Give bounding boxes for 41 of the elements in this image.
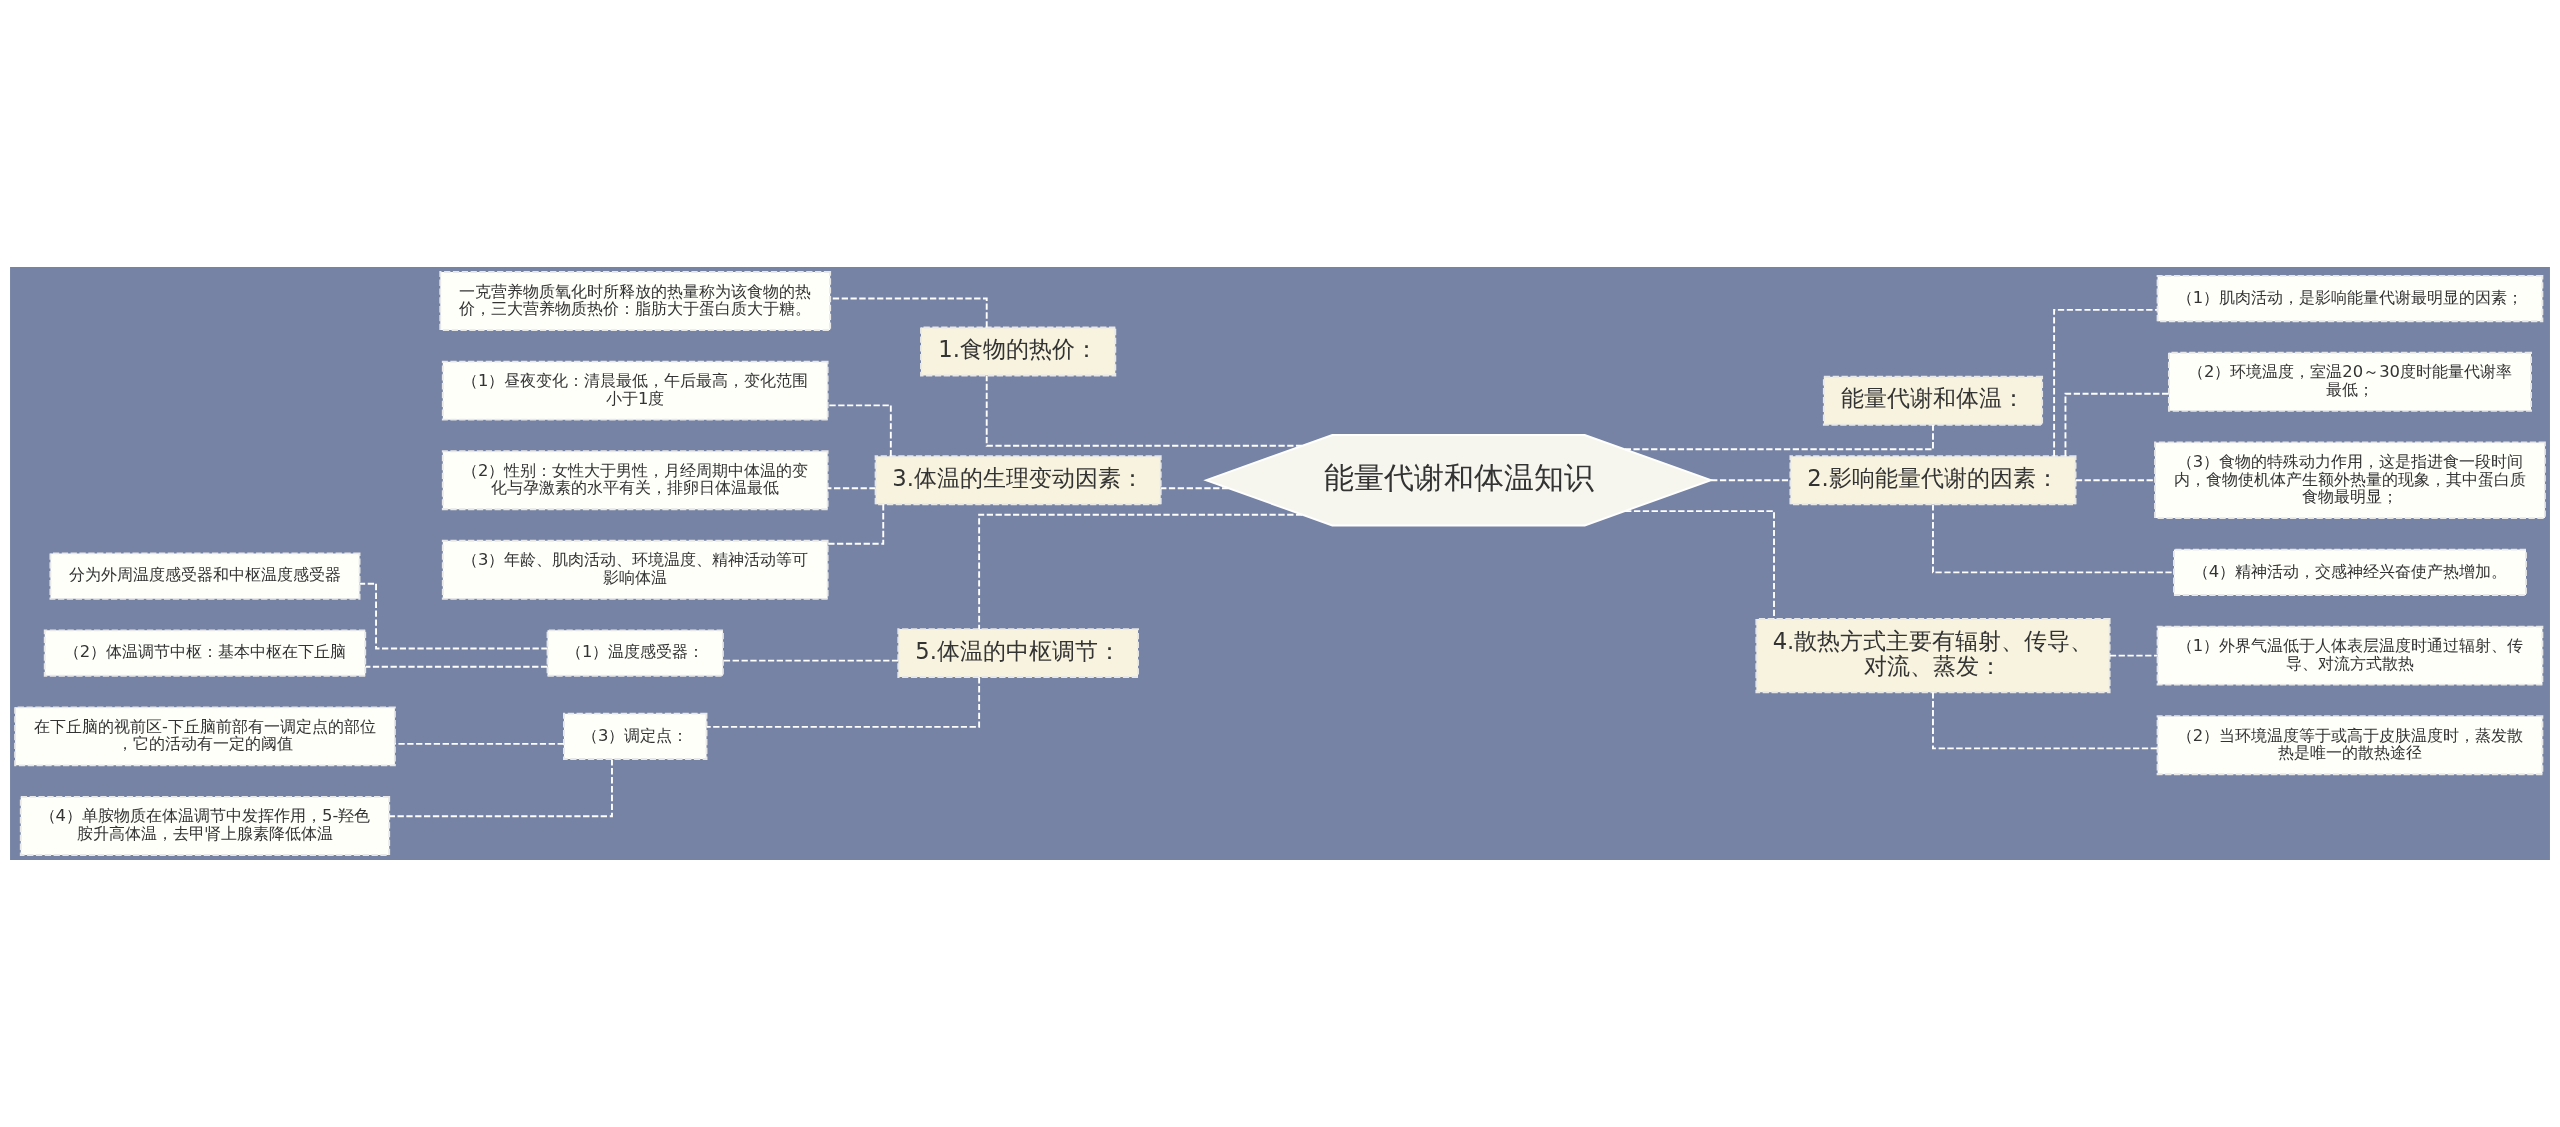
node-box: （3）年龄、肌肉活动、环境温度、精神活动等可影响体温 (441, 539, 829, 600)
connector (1932, 691, 2159, 750)
node-box: （1）外界气温低于人体表层温度时通过辐射、传导、对流方式散热 (2156, 625, 2544, 686)
node-box: （2）体温调节中枢：基本中枢在下丘脑 (43, 629, 367, 677)
connector (394, 742, 565, 745)
connector (826, 487, 877, 490)
connector (1932, 503, 2175, 574)
node-box: （3）食物的特殊动力作用，这是指进食一段时间内，食物使机体产生额外热量的现象，其中蛋白质食物最明显； (2154, 441, 2546, 520)
connector (827, 503, 885, 545)
connector (2053, 308, 2159, 458)
connector (2108, 654, 2159, 657)
connector (388, 758, 613, 818)
connector (705, 676, 981, 728)
connector (1710, 479, 1791, 482)
node-box: 3.体温的生理变动因素： (874, 455, 1162, 506)
node-box: （4）单胺物质在体温调节中发挥作用，5-羟色胺升高体温，去甲肾上腺素降低体温 (19, 795, 391, 856)
node-box: 能量代谢和体温： (1822, 375, 2044, 426)
connector (1160, 487, 1230, 490)
node-box: （1）肌肉活动，是影响能量代谢最明显的因素； (2156, 274, 2544, 323)
connector (722, 659, 899, 662)
node-box: （4）精神活动，交感神经兴奋使产热增加。 (2173, 548, 2527, 596)
node-box: 分为外周温度感受器和中枢温度感受器 (49, 552, 361, 600)
node-box: （3）调定点： (563, 712, 708, 760)
node-box: 一克营养物质氧化时所释放的热量称为该食物的热价，三大营养物质热价：脂肪大于蛋白质大于糖。 (439, 271, 832, 332)
connector (978, 513, 1304, 630)
node-box: 4.散热方式主要有辐射、传导、对流、蒸发： (1755, 618, 2111, 694)
node-box: （2）环境温度，室温20～30度时能量代谢率最低； (2167, 351, 2532, 412)
connector (2064, 392, 2170, 458)
node-box: （1）昼夜变化：清晨最低，午后最高，变化范围小于1度 (441, 360, 829, 421)
node-box: （2）性别：女性大于男性，月经周期中体温的变化与孕激素的水平有关，排卵日体温最低 (441, 450, 829, 511)
node-box: 5.体温的中枢调节： (897, 628, 1139, 678)
connector (985, 374, 1304, 447)
connector (364, 665, 549, 668)
node-box: （1）温度感受器： (546, 629, 724, 677)
connector (2074, 479, 2156, 482)
node-box: 2.影响能量代谢的因素： (1789, 455, 2077, 506)
node-box: （2）当环境温度等于或高于皮肤温度时，蒸发散热是唯一的散热途径 (2156, 715, 2544, 776)
node-box: 1.食物的热价： (920, 326, 1117, 377)
node-box: 在下丘脑的视前区-下丘脑前部有一调定点的部位，它的活动有一定的阈值 (14, 706, 396, 767)
connector (826, 404, 892, 458)
connector (1624, 510, 1775, 620)
